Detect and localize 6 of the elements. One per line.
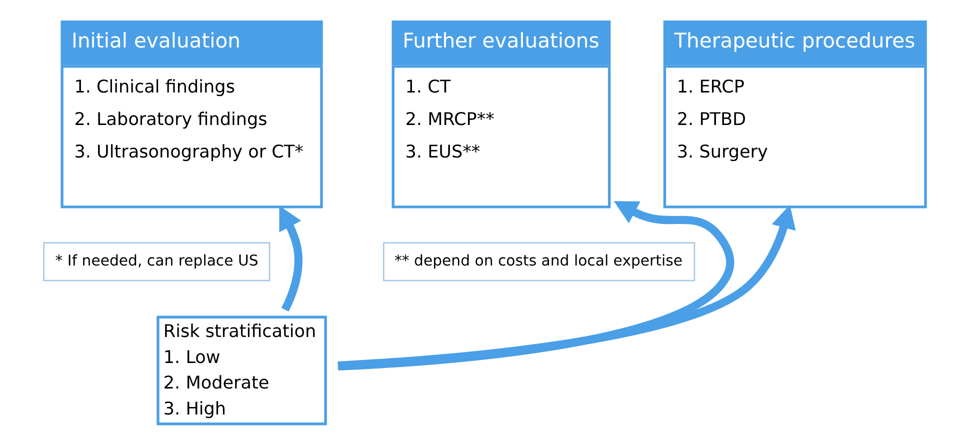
arrow [337,204,796,370]
arrow [338,200,734,370]
node-box: ** depend on costs and local expertise [382,242,695,281]
arrow [278,205,302,311]
node-box: Risk stratification 1. Low 2. Moderate 3. High [156,315,326,425]
node-box: * If needed, can replace US [42,242,270,281]
